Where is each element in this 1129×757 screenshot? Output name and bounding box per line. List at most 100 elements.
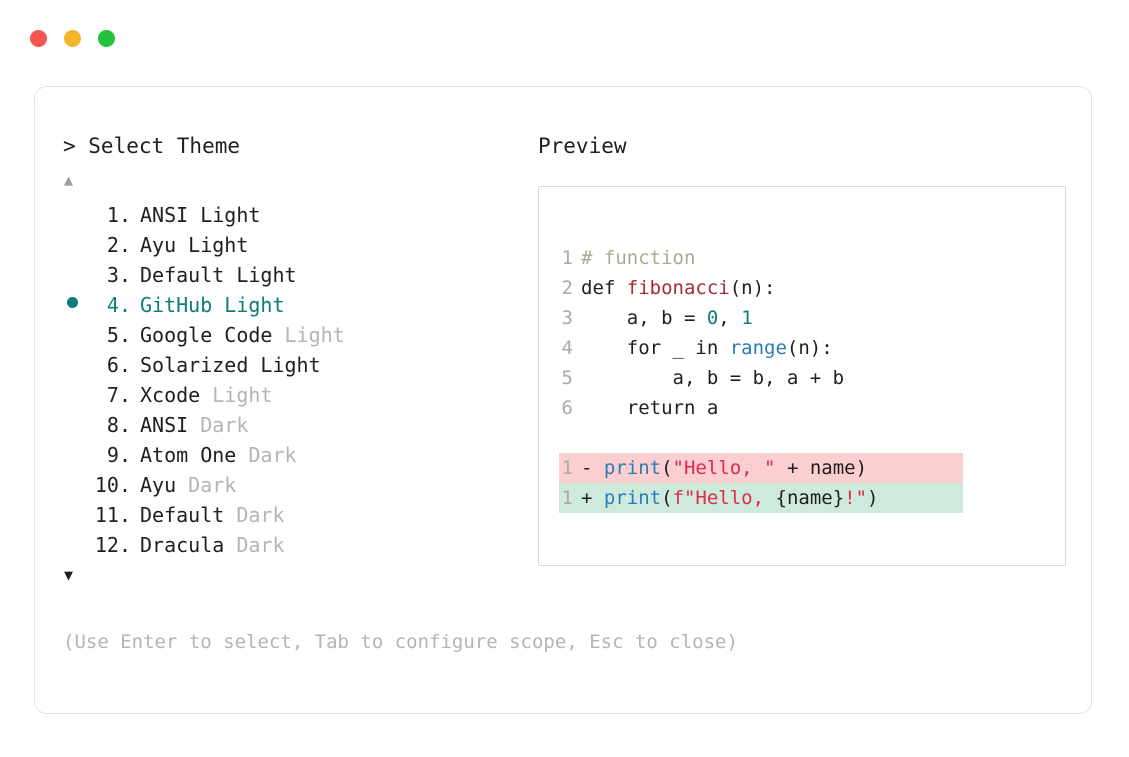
- theme-list-item[interactable]: 10. Ayu Dark: [63, 470, 533, 500]
- code-line: 4 for _ in range(n):: [559, 333, 1065, 363]
- code-token: range: [729, 337, 787, 359]
- window-minimize-button[interactable]: [64, 30, 81, 47]
- card-columns: > Select Theme ▲ 1. ANSI Light 2. Ayu Ligh…: [35, 87, 1091, 713]
- theme-item-number: 2.: [94, 233, 131, 257]
- code-token: ): [867, 487, 879, 509]
- code-token: (n):: [786, 337, 833, 359]
- theme-item-name: Solarized: [140, 353, 261, 377]
- theme-item-variant: Dark: [248, 443, 297, 467]
- theme-item-number: 8.: [94, 413, 131, 437]
- theme-item-name: Ayu: [140, 233, 189, 257]
- code-token: "Hello, ": [672, 457, 776, 479]
- theme-item-variant: Dark: [236, 503, 285, 527]
- code-token: # function: [581, 247, 696, 269]
- theme-list-item[interactable]: 11. Default Dark: [63, 500, 533, 530]
- code-line-number: 5: [561, 367, 573, 389]
- code-token: + name): [775, 457, 868, 479]
- theme-list-item[interactable]: 12. Dracula Dark: [63, 530, 533, 560]
- code-line-number: 2: [561, 277, 573, 299]
- code-token: (: [661, 487, 673, 509]
- code-token: 0: [706, 307, 719, 329]
- code-line: 5 a, b = b, a + b: [559, 363, 1065, 393]
- panel-title: > Select Theme: [63, 134, 241, 158]
- code-token: def: [581, 277, 627, 299]
- code-token: return a: [581, 397, 719, 419]
- code-token: ,: [718, 307, 742, 329]
- theme-list-item[interactable]: 1. ANSI Light: [63, 200, 533, 230]
- window-maximize-button[interactable]: [98, 30, 115, 47]
- theme-item-name: Default: [140, 503, 237, 527]
- theme-item-number: 3.: [94, 263, 131, 287]
- theme-item-variant: Light: [284, 323, 345, 347]
- window-close-button[interactable]: [30, 30, 47, 47]
- theme-item-number: 9.: [94, 443, 131, 467]
- code-line-number: 3: [561, 307, 573, 329]
- diff-line-add: 1+ print(f"Hello, {name}!"): [559, 483, 963, 513]
- theme-item-variant: Light: [260, 353, 321, 377]
- scroll-down-arrow-icon[interactable]: ▼: [64, 566, 74, 584]
- theme-list-item[interactable]: 3. Default Light: [63, 260, 533, 290]
- theme-item-number: 12.: [94, 533, 131, 557]
- theme-item-variant: Dark: [188, 473, 237, 497]
- code-line-number: 1: [561, 457, 573, 479]
- theme-item-number: 1.: [94, 203, 131, 227]
- theme-item-variant: Light: [224, 293, 285, 317]
- code-token: for _ in: [581, 337, 730, 359]
- theme-item-name: Atom One: [140, 443, 249, 467]
- theme-list-item[interactable]: 6.Solarized Light: [63, 350, 533, 380]
- theme-list-item[interactable]: 7. Xcode Light: [63, 380, 533, 410]
- theme-selector-panel: > Select Theme ▲ 1. ANSI Light 2. Ayu Ligh…: [63, 133, 533, 586]
- theme-item-variant: Light: [236, 263, 297, 287]
- code-token: print: [603, 457, 662, 479]
- theme-item-variant: Light: [212, 383, 273, 407]
- code-line-number: 1: [561, 247, 573, 269]
- diff-sign: -: [581, 457, 604, 479]
- theme-list-item[interactable]: 5. Google Code Light: [63, 320, 533, 350]
- code-line: 2 def fibonacci(n):: [559, 273, 1065, 303]
- theme-item-number: 5.: [94, 323, 131, 347]
- theme-item-name: Google Code: [140, 323, 285, 347]
- theme-item-variant: Dark: [236, 533, 285, 557]
- code-token: !": [844, 487, 868, 509]
- theme-item-number: 10.: [94, 473, 131, 497]
- code-token: print: [603, 487, 662, 509]
- code-line: 3 a, b = 0, 1: [559, 303, 1065, 333]
- code-line: 6 return a: [559, 393, 1065, 423]
- diff-sign: +: [581, 487, 604, 509]
- code-token: {name}: [775, 487, 845, 509]
- theme-item-name: ANSI: [140, 413, 201, 437]
- selected-bullet-icon: [67, 297, 78, 308]
- theme-item-name: Dracula: [140, 533, 237, 557]
- theme-list-item[interactable]: 4. GitHub Light: [63, 290, 533, 320]
- theme-item-name: Ayu: [140, 473, 189, 497]
- keyboard-hint: (Use Enter to select, Tab to configure s…: [63, 631, 738, 653]
- theme-item-variant: Light: [188, 233, 249, 257]
- code-line-number: 1: [561, 487, 573, 509]
- theme-item-number: 7.: [94, 383, 131, 407]
- code-token: a, b =: [581, 307, 707, 329]
- theme-item-number: 4.: [94, 293, 131, 317]
- theme-list-item[interactable]: 2. Ayu Light: [63, 230, 533, 260]
- theme-item-name: Default: [140, 263, 237, 287]
- scroll-up-arrow-icon[interactable]: ▲: [64, 171, 74, 189]
- window-titlebar: [30, 30, 115, 47]
- preview-title: Preview: [538, 134, 627, 158]
- theme-item-name: GitHub: [140, 293, 225, 317]
- theme-list-item[interactable]: 9. Atom One Dark: [63, 440, 533, 470]
- theme-item-variant: Dark: [200, 413, 249, 437]
- theme-item-name: Xcode: [140, 383, 213, 407]
- code-token: fibonacci: [626, 277, 730, 299]
- diff-line-del: 1- print("Hello, " + name): [559, 453, 963, 483]
- theme-list-item[interactable]: 8. ANSI Dark: [63, 410, 533, 440]
- theme-list[interactable]: 1. ANSI Light 2. Ayu Light 3. Default Light…: [63, 200, 533, 560]
- code-line: 1 # function: [559, 243, 1065, 273]
- theme-item-number: 11.: [94, 503, 131, 527]
- code-token: 1: [741, 307, 753, 329]
- theme-item-name: ANSI: [140, 203, 201, 227]
- code-spacer: [559, 423, 1065, 453]
- code-token: (n):: [729, 277, 776, 299]
- theme-item-variant: Light: [200, 203, 261, 227]
